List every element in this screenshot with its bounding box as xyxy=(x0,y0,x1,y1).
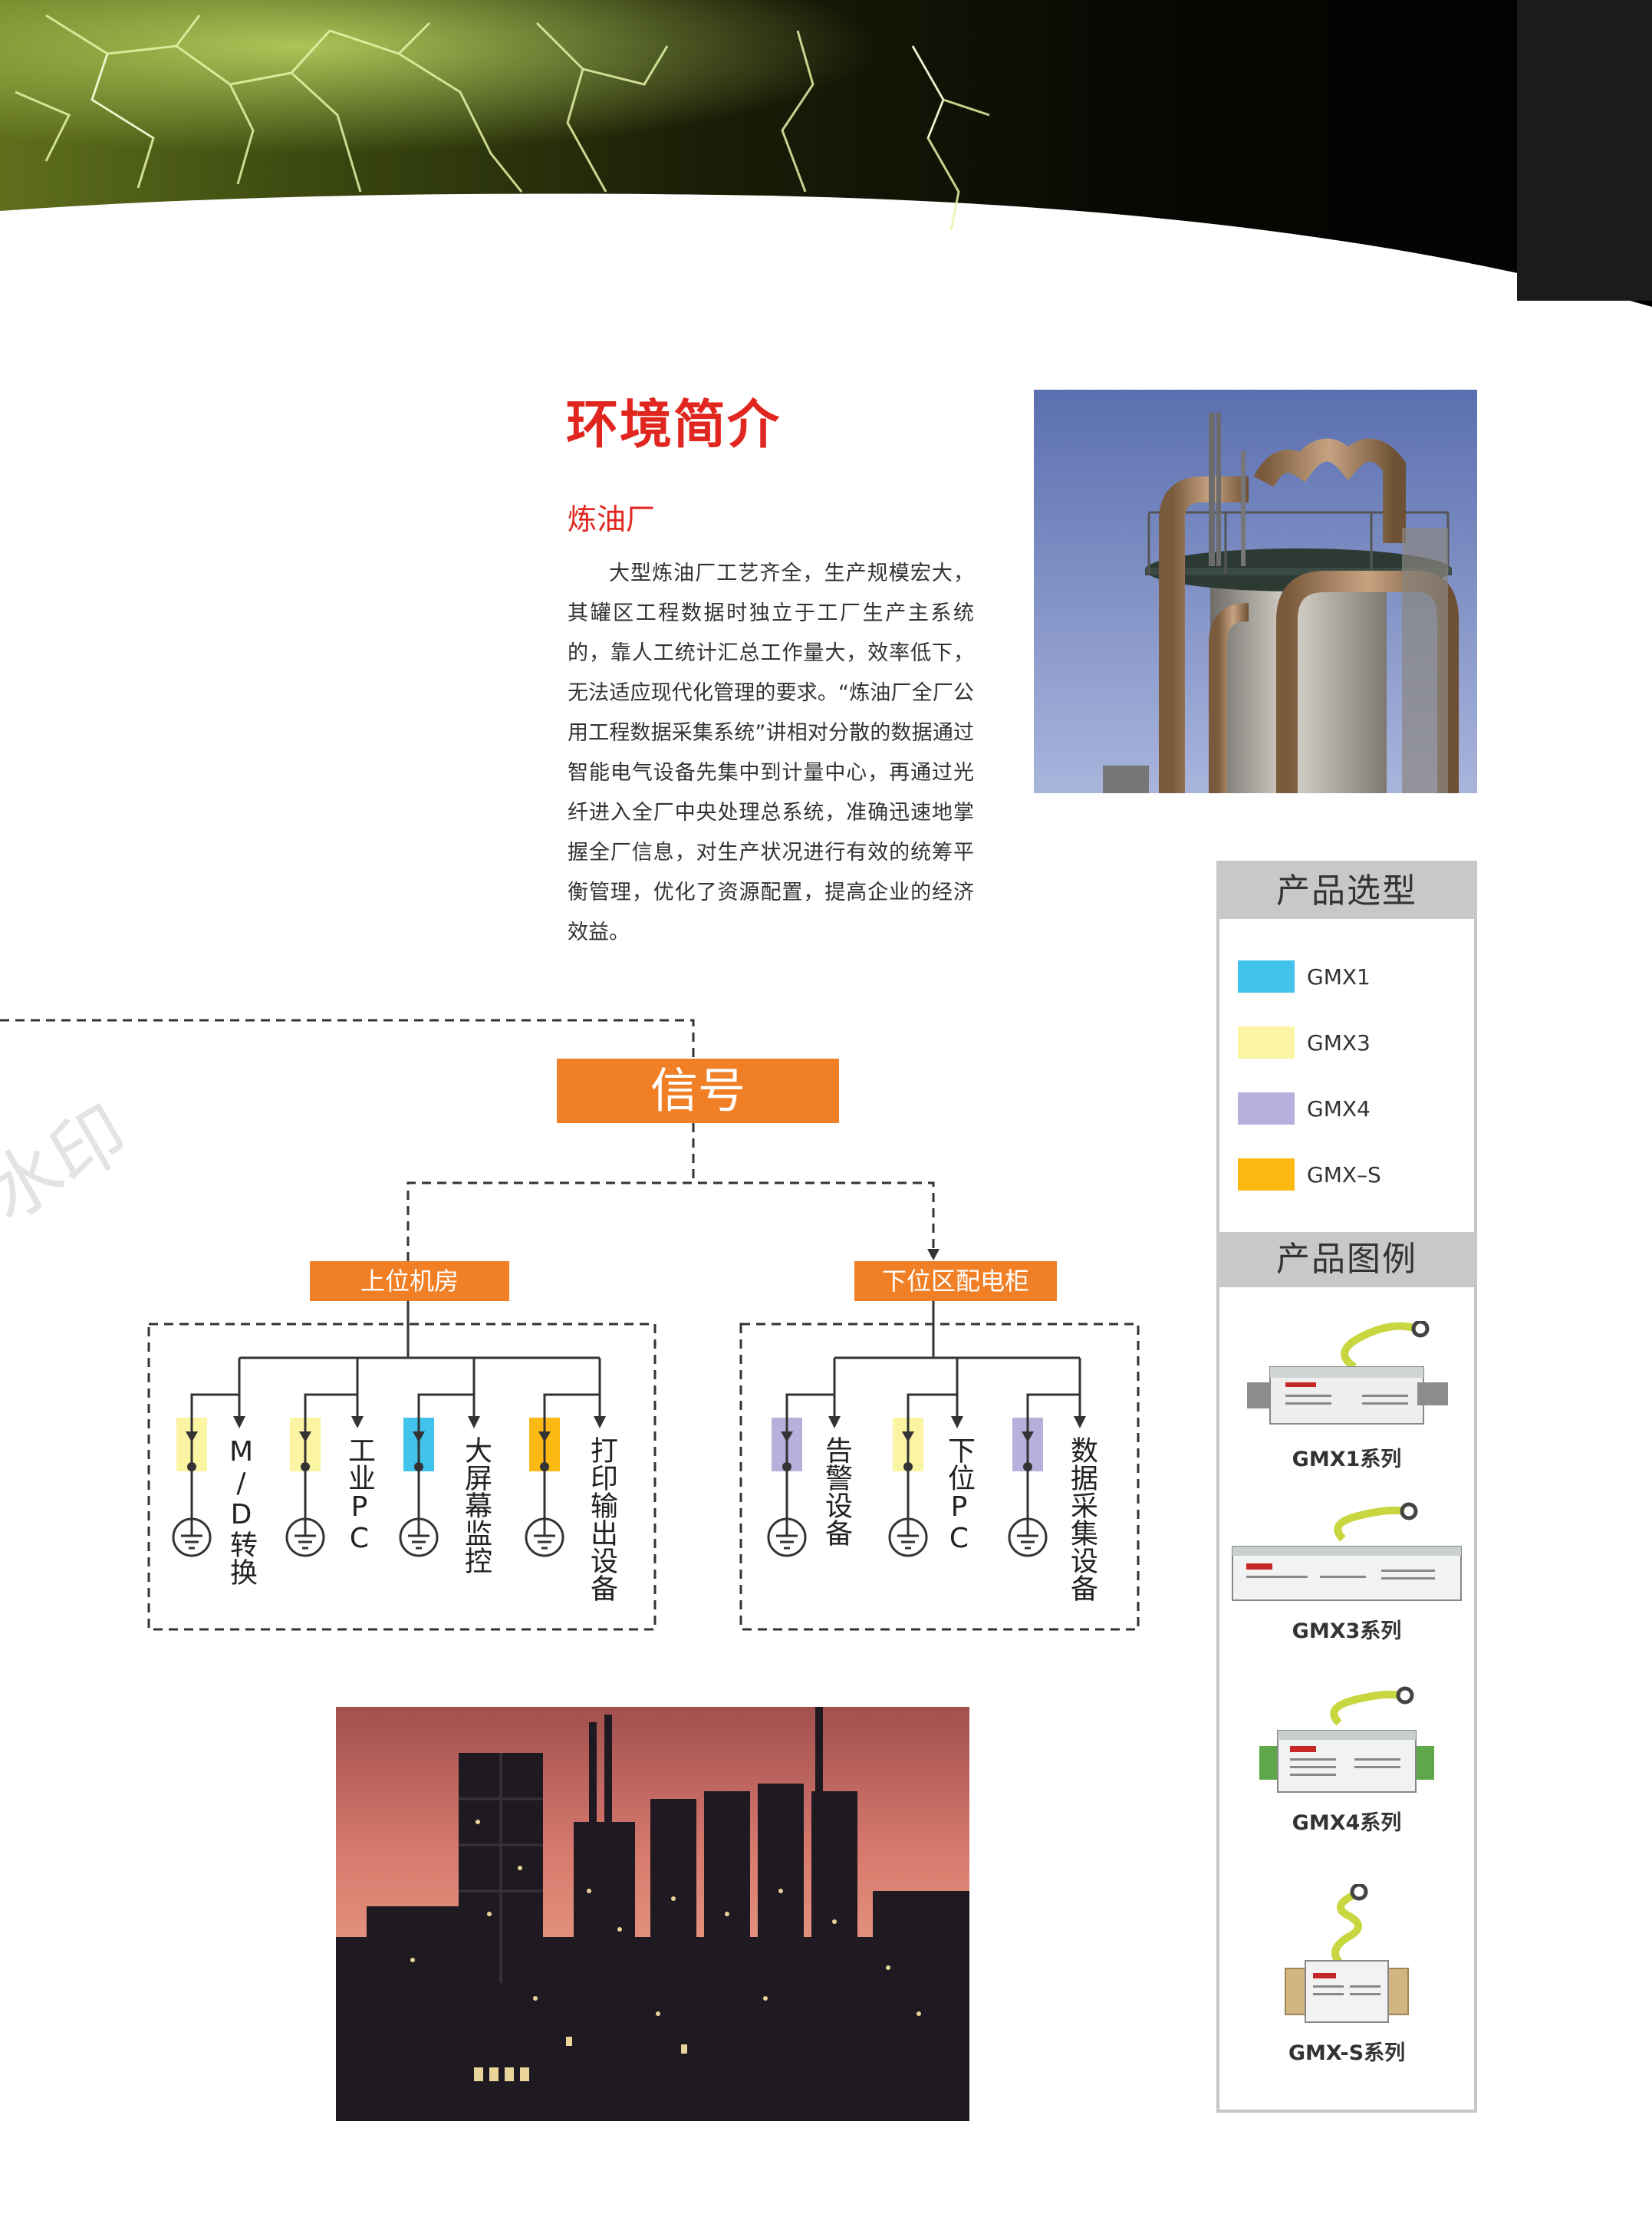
product-examples-heading: 产品图例 xyxy=(1219,1232,1474,1287)
device-lower-pc: 下位PC xyxy=(943,1436,975,1554)
upper-room-label: 上位机房 xyxy=(310,1261,509,1301)
product-sidebar: 产品选型 GMX1 GMX3 GMX4 GMX–S 产品图例 GMX1系列 xyxy=(1216,861,1477,2113)
ground-icon xyxy=(525,1517,564,1557)
device-md-converter: M/D转换 xyxy=(225,1436,257,1586)
product-selection-heading: 产品选型 xyxy=(1219,864,1474,919)
device-big-screen-monitor: 大屏幕监控 xyxy=(460,1436,492,1574)
product-gmx3-label: GMX3系列 xyxy=(1292,1619,1402,1643)
legend-swatch xyxy=(1238,1092,1295,1125)
module-data-acquisition xyxy=(1008,1418,1048,1557)
ground-icon xyxy=(285,1517,325,1557)
signal-box: 信号 xyxy=(557,1059,839,1123)
signal-diagram: 信号 上位机房 下位区配电柜 M/D转换 工业PC 大屏幕监控 打印输出设备 告… xyxy=(0,997,1181,1649)
module-lower-pc xyxy=(888,1418,928,1557)
surge-protector-gmx1-image xyxy=(1247,1321,1448,1425)
legend-label: GMX1 xyxy=(1307,964,1371,990)
legend-swatch xyxy=(1238,1026,1295,1059)
product-gmx3: GMX3系列 xyxy=(1219,1501,1474,1644)
module-big-screen-monitor xyxy=(399,1418,439,1557)
device-alarm: 告警设备 xyxy=(821,1436,852,1547)
device-data-acquisition: 数据采集设备 xyxy=(1066,1436,1097,1602)
ground-icon xyxy=(767,1517,807,1557)
section-title: 炼油厂 xyxy=(568,502,656,536)
lower-cabinet-label: 下位区配电柜 xyxy=(854,1261,1057,1301)
ground-icon xyxy=(888,1517,928,1557)
product-gmx-s: GMX-S系列 xyxy=(1219,1884,1474,2066)
module-industrial-pc xyxy=(285,1418,325,1557)
surge-protector-gmx-s-image xyxy=(1285,1884,1409,2023)
lightning-banner xyxy=(0,0,1652,322)
ground-icon xyxy=(1008,1517,1048,1557)
refinery-night-photo xyxy=(336,1707,969,2121)
product-gmx1-label: GMX1系列 xyxy=(1292,1448,1402,1471)
legend-label: GMX3 xyxy=(1307,1030,1371,1056)
product-gmx-s-label: GMX-S系列 xyxy=(1288,2041,1406,2065)
ground-icon xyxy=(172,1517,212,1557)
module-print-output xyxy=(525,1418,564,1557)
product-gmx1: GMX1系列 xyxy=(1219,1321,1474,1472)
surge-protector-gmx4-image xyxy=(1259,1686,1434,1793)
module-alarm xyxy=(767,1418,807,1557)
legend-swatch xyxy=(1238,960,1295,993)
page-title: 环境简介 xyxy=(566,395,782,456)
surge-protector-gmx3-image xyxy=(1232,1502,1462,1601)
product-gmx4: GMX4系列 xyxy=(1219,1685,1474,1836)
module-md-converter xyxy=(172,1418,212,1557)
refinery-tower-photo xyxy=(1034,390,1477,793)
device-industrial-pc: 工业PC xyxy=(344,1436,375,1554)
ground-icon xyxy=(399,1517,439,1557)
article-body: 大型炼油厂工艺齐全，生产规模宏大，其罐区工程数据时独立于工厂生产主系统的，靠人工… xyxy=(568,562,974,944)
legend-swatch xyxy=(1238,1158,1295,1191)
legend-label: GMX4 xyxy=(1307,1096,1371,1122)
device-print-output: 打印输出设备 xyxy=(586,1436,617,1602)
legend-label: GMX–S xyxy=(1307,1162,1381,1188)
product-gmx4-label: GMX4系列 xyxy=(1292,1811,1402,1835)
